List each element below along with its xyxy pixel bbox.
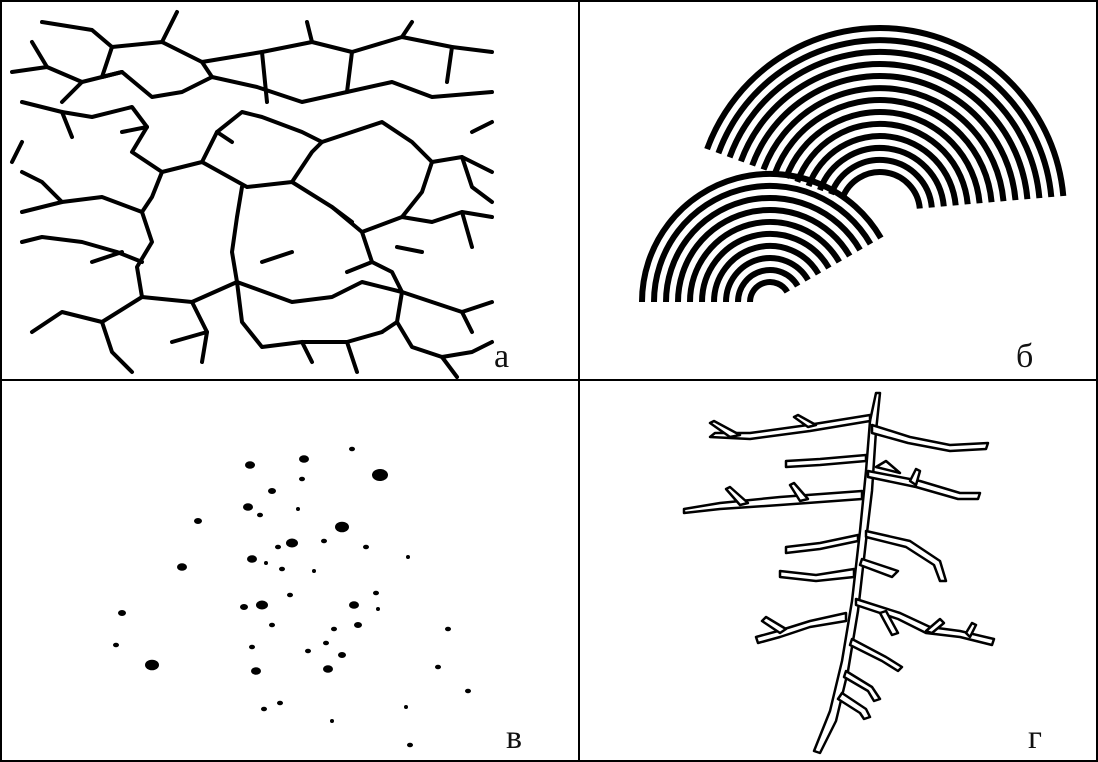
dot: [372, 469, 388, 481]
dot: [323, 641, 329, 646]
dot: [240, 604, 248, 610]
dot: [321, 539, 327, 544]
dot: [177, 563, 187, 571]
branching-fern-drawing: [580, 381, 1096, 760]
dot: [286, 539, 298, 548]
dot: [296, 507, 300, 511]
dot: [349, 447, 355, 452]
dot: [404, 705, 408, 709]
dot: [268, 488, 276, 494]
dot: [279, 567, 285, 572]
dot: [243, 503, 253, 511]
panel-b-arc-stripes: б: [580, 2, 1096, 379]
dot: [312, 569, 316, 573]
dot: [305, 649, 311, 654]
dot: [406, 555, 410, 559]
panel-label-c: в: [506, 721, 522, 755]
dot: [275, 545, 281, 550]
dot: [435, 665, 441, 670]
arc-stripe: [738, 270, 798, 302]
panel-label-a: а: [494, 340, 509, 374]
crack-network-drawing: [2, 2, 578, 379]
dot: [335, 522, 349, 533]
dot: [299, 477, 305, 482]
panel-d-branching-fern: г: [580, 381, 1096, 760]
dot: [373, 591, 379, 596]
dot: [194, 518, 202, 524]
panel-label-b: б: [1016, 340, 1033, 374]
dot: [363, 545, 369, 550]
dot: [261, 707, 267, 712]
panel-label-d: г: [1028, 721, 1042, 755]
dot: [349, 601, 359, 609]
panel-a-crack-network: а: [2, 2, 578, 379]
dot: [376, 607, 380, 611]
dot: [299, 455, 309, 463]
dot: [338, 652, 346, 658]
dot: [256, 601, 268, 610]
dot: [245, 461, 255, 469]
arc-stripe: [750, 282, 787, 302]
dot: [465, 689, 471, 694]
dot: [113, 643, 119, 648]
dot: [445, 627, 451, 632]
dot: [247, 555, 257, 563]
dot: [277, 701, 283, 706]
dot: [331, 627, 337, 632]
dot: [249, 645, 255, 650]
dot: [354, 622, 362, 628]
dot: [269, 623, 275, 628]
dot: [118, 610, 126, 616]
dot: [323, 665, 333, 673]
arc-stripes-drawing: [580, 2, 1096, 379]
scattered-dots-drawing: [2, 381, 578, 760]
dot: [287, 593, 293, 598]
dot: [145, 660, 159, 671]
panel-c-scattered-dots: в: [2, 381, 578, 760]
dot: [330, 719, 334, 723]
dot: [251, 667, 261, 675]
dot: [264, 561, 268, 565]
dot: [407, 743, 413, 748]
dot: [257, 513, 263, 518]
